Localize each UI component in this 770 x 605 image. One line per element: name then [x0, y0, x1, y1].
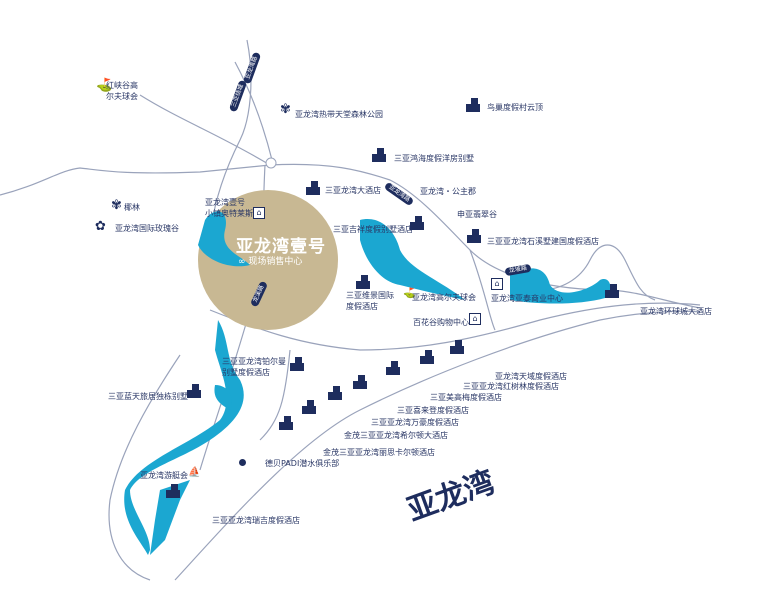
project-sub-label: 现场销售中心	[248, 257, 303, 267]
road-line	[0, 164, 271, 196]
place-label: 三亚亚龙湾铂尔曼别墅度假酒店	[222, 357, 286, 377]
place-label: 德贝PADI潜水俱乐部	[265, 459, 340, 468]
place-label: 亚龙湾壹号小镇奥特莱斯	[205, 198, 253, 218]
project-subtitle: ∞ 现场销售中心	[238, 254, 302, 267]
place-label: 三亚龙湾大酒店	[325, 186, 381, 195]
hotel-icon	[372, 148, 386, 162]
lake	[198, 211, 250, 267]
hotel-icon	[306, 181, 320, 195]
hotel-icon	[410, 216, 424, 230]
hotel-icon	[450, 340, 464, 354]
hotel-icon	[302, 400, 316, 414]
golf-lake	[360, 219, 465, 300]
roundabout	[265, 157, 277, 169]
hotel-icon	[328, 386, 342, 400]
golf-icon: ⛳	[403, 288, 416, 299]
place-label: 亚龙湾亚泰商业中心	[491, 294, 563, 303]
road-line	[234, 61, 273, 161]
place-label: 三亚亚龙湾石溪墅建国度假酒店	[487, 237, 599, 246]
hotel-icon	[290, 357, 304, 371]
tree-icon: ✾	[111, 198, 122, 213]
hotel-icon	[353, 375, 367, 389]
place-label: 亚龙湾热带天堂森林公园	[295, 110, 383, 119]
river	[150, 480, 190, 555]
road-line	[174, 310, 701, 581]
place-label: 亚龙湾国际玫瑰谷	[115, 224, 179, 233]
project-circle	[198, 190, 338, 330]
place-label: 金茂三亚亚龙湾丽思卡尔顿酒店	[323, 448, 435, 457]
tree-icon: ✾	[280, 102, 291, 117]
place-label: 亚龙湾环球城大酒店	[640, 307, 712, 316]
road-line	[209, 302, 701, 351]
hotel-icon	[466, 98, 480, 112]
hotel-icon	[467, 229, 481, 243]
road-line	[139, 94, 271, 166]
place-label: 三亚喜来登度假酒店	[397, 406, 469, 415]
place-label: 鸟巢度假村云顶	[487, 103, 543, 112]
dive-club-dot	[239, 459, 246, 466]
boat-icon: ⛵	[188, 467, 201, 478]
place-label: 亚龙湾・公主郡	[420, 187, 476, 196]
road-line	[108, 354, 181, 581]
infinity-logo-icon: ∞	[238, 257, 249, 267]
place-label: 三亚鸿海度假洋房别墅	[394, 154, 474, 163]
place-label: 椰林	[124, 203, 140, 212]
pond	[214, 385, 232, 410]
shopping-icon: ⌂	[253, 207, 265, 219]
road-line	[259, 349, 291, 441]
place-label: 三亚吉祥度假别墅酒店	[333, 225, 413, 234]
flower-icon: ✿	[95, 219, 106, 234]
road-line	[469, 249, 496, 331]
hotel-icon	[279, 416, 293, 430]
place-label: 申亚翡翠谷	[457, 210, 497, 219]
place-label: 三亚美高梅度假酒店	[430, 393, 502, 402]
shopping-icon: ⌂	[469, 313, 481, 325]
river	[124, 320, 244, 555]
project-title: 亚龙湾壹号	[236, 237, 326, 257]
hotel-icon	[187, 384, 201, 398]
place-label: 金茂三亚亚龙湾希尔顿大酒店	[344, 431, 448, 440]
place-label: 三亚亚龙湾瑞吉度假酒店	[212, 516, 300, 525]
hotel-icon	[605, 284, 619, 298]
place-label: 红峡谷高尔夫球会	[106, 81, 138, 101]
golf-icon: ⛳	[96, 78, 113, 93]
place-label: 亚龙湾游艇会	[140, 471, 188, 480]
place-label: 三亚亚龙湾万豪度假酒店	[371, 418, 459, 427]
water	[124, 211, 611, 555]
road-line	[539, 244, 656, 301]
hotel-icon	[356, 275, 370, 289]
hotel-icon	[420, 350, 434, 364]
place-label: 百花谷购物中心	[413, 318, 469, 327]
place-label: 亚龙湾高尔夫球会	[412, 293, 476, 302]
place-label: 三亚亚龙湾红树林度假酒店	[463, 382, 559, 391]
hotel-icon	[386, 361, 400, 375]
place-label: 亚龙湾天域度假酒店	[495, 372, 567, 381]
shopping-icon: ⌂	[491, 278, 503, 290]
river	[510, 268, 611, 304]
place-label: 三亚维景国际度假酒店	[346, 291, 394, 311]
hotel-icon	[166, 484, 180, 498]
place-label: 三亚蓝天旅居独栋别墅	[108, 392, 188, 401]
